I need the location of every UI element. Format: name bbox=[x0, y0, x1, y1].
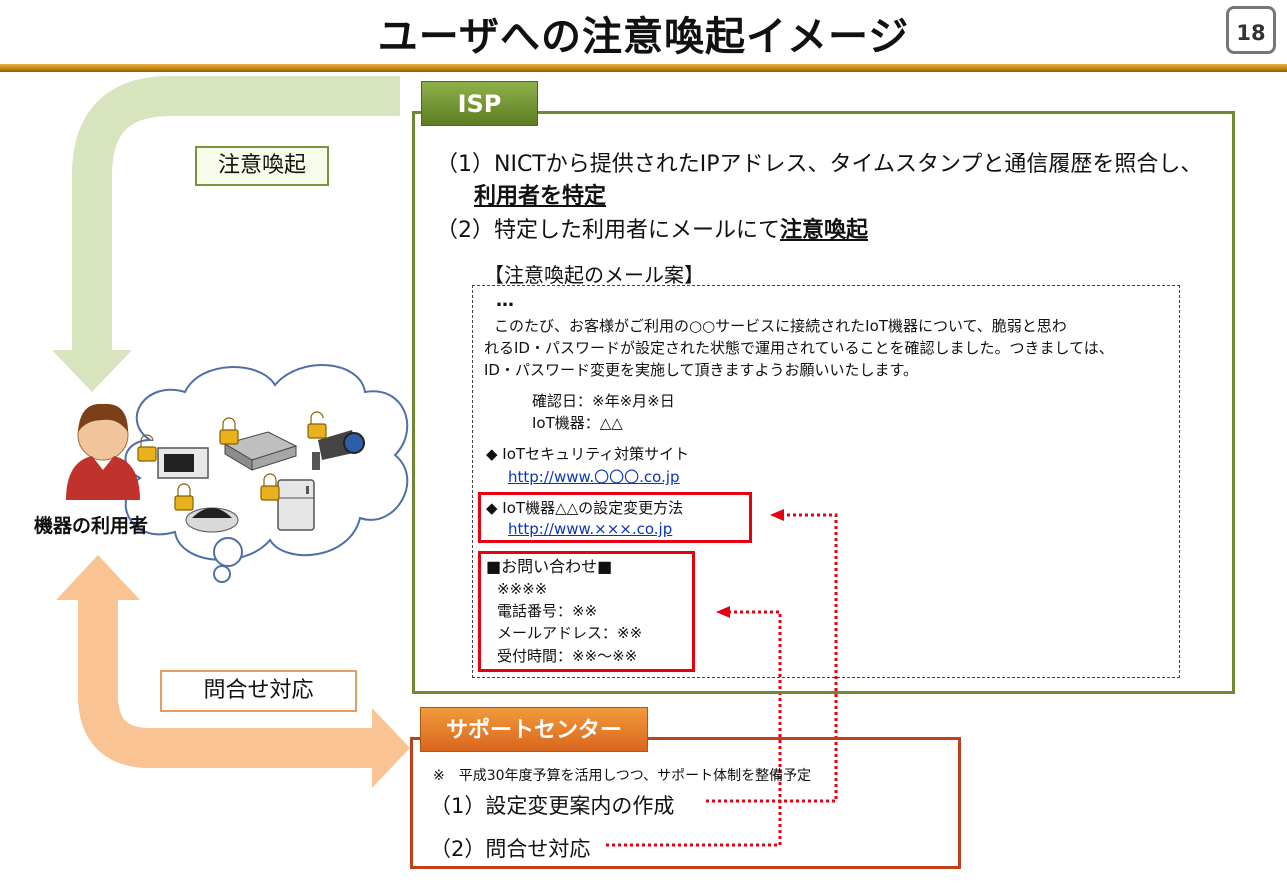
isp-panel bbox=[412, 111, 1235, 694]
recorder-icon bbox=[223, 431, 298, 471]
isp-step-2-text: （2）特定した利用者にメールにて bbox=[436, 218, 780, 243]
lock-icon bbox=[174, 483, 194, 511]
lock-icon bbox=[137, 434, 157, 462]
contact-email: メールアドレス：※※ bbox=[497, 624, 643, 642]
mail-howto-link[interactable]: http://www.×××.co.jp bbox=[508, 520, 673, 538]
contact-highlight bbox=[478, 551, 695, 672]
mail-site-label: ◆ IoTセキュリティ対策サイト bbox=[486, 445, 690, 463]
contact-placeholder: ※※※※ bbox=[497, 580, 548, 598]
mail-body-line-3: ID・パスワード変更を実施して頂きますようお願いいたします。 bbox=[484, 361, 919, 379]
reference-connector bbox=[606, 513, 838, 847]
lock-icon bbox=[260, 473, 280, 501]
howto-highlight bbox=[478, 492, 752, 543]
mail-title: 【注意喚起のメール案】 bbox=[484, 263, 704, 287]
isp-step-2-emphasis: 注意喚起 bbox=[780, 218, 869, 243]
contact-hours: 受付時間：※※～※※ bbox=[497, 647, 638, 665]
user-icon bbox=[66, 403, 140, 500]
lock-icon bbox=[219, 417, 239, 445]
mail-howto-label: ◆ IoT機器△△の設定変更方法 bbox=[486, 499, 684, 517]
alert-tag: 注意喚起 bbox=[195, 146, 329, 186]
support-center-panel bbox=[410, 737, 961, 869]
arrowhead-icon bbox=[770, 509, 784, 521]
page-title: ユーザへの注意喚起イメージ bbox=[377, 14, 910, 60]
isp-step-1: （1）NICTから提供されたIPアドレス、タイムスタンプと通信履歴を照合し、 bbox=[436, 152, 1203, 177]
alert-flow-arrow bbox=[52, 76, 400, 392]
inquiry-flow-arrow bbox=[56, 555, 410, 788]
title-divider bbox=[0, 64, 1287, 72]
contact-title: ■お問い合わせ■ bbox=[486, 557, 613, 576]
camera-icon bbox=[312, 430, 365, 470]
isp-step-1-emphasis: 利用者を特定 bbox=[474, 184, 607, 209]
mail-ellipsis: … bbox=[496, 290, 514, 311]
inquiry-tag: 問合せ対応 bbox=[160, 670, 357, 712]
fridge-icon bbox=[277, 479, 315, 531]
user-label: 機器の利用者 bbox=[34, 515, 149, 537]
mail-body-line-2: れるID・パスワードが設定された状態で運用されていることを確認しました。つきまし… bbox=[484, 339, 1114, 357]
mail-body-line-1: このたび、お客様がご利用の○○サービスに接続されたIoT機器について、脆弱と思わ bbox=[494, 317, 1067, 335]
isp-tab: ISP bbox=[421, 81, 538, 126]
isp-step-2: （2）特定した利用者にメールにて注意喚起 bbox=[436, 212, 868, 244]
mail-site-link[interactable]: http://www.〇〇〇.co.jp bbox=[508, 468, 680, 486]
support-center-tab: サポートセンター bbox=[420, 707, 648, 752]
dome-camera-icon bbox=[185, 507, 239, 533]
mail-draft-box bbox=[472, 285, 1180, 678]
arrowhead-icon bbox=[716, 606, 730, 618]
contact-phone: 電話番号：※※ bbox=[497, 602, 598, 620]
mail-device: IoT機器：△△ bbox=[532, 414, 623, 432]
support-note: ※ 平成30年度予算を活用しつつ、サポート体制を整備予定 bbox=[433, 768, 812, 784]
lock-icon bbox=[307, 411, 327, 439]
support-item-2: （2）問合せ対応 bbox=[430, 837, 591, 861]
mail-confirm-date: 確認日：※年※月※日 bbox=[532, 392, 675, 410]
page-number: 18 bbox=[1226, 6, 1276, 54]
support-item-1: （1）設定変更案内の作成 bbox=[430, 794, 675, 818]
microwave-icon bbox=[157, 447, 209, 479]
